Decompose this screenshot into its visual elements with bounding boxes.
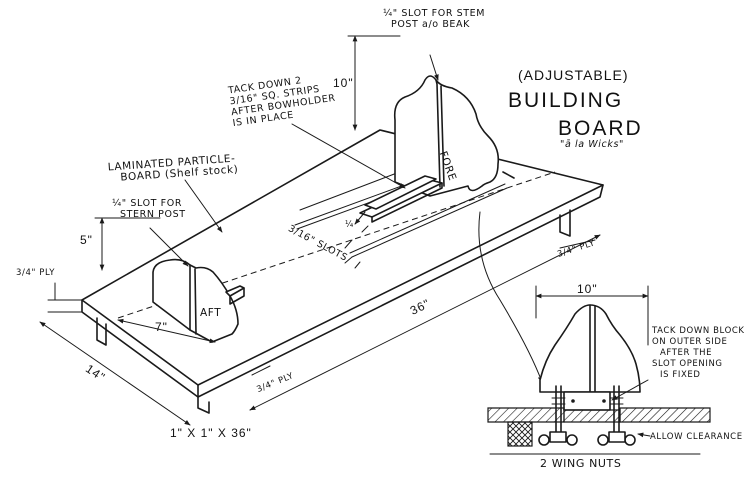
title-line3: BOARD [558,117,643,140]
dim-height-fore: 10" [333,76,354,90]
dimension-lines [39,35,601,426]
dim-small-quarter: ¼ [345,220,354,230]
tack-block-label: TACK DOWN BLOCK ON OUTER SIDE AFTER THE … [652,326,745,380]
aft-label: AFT [200,307,222,319]
detail-section [487,285,711,455]
title-line1: (ADJUSTABLE) [518,67,629,83]
clearance-label: ALLOW CLEARANCE [650,432,743,442]
stem-slot-label: ¼" SLOT FOR STEM POST a/o BEAK [383,8,486,30]
cleat-label: 1" X 1" X 36" [170,426,252,440]
title-line2: BUILDING [508,89,624,112]
fore-bowholder [359,75,515,223]
dim-ply-left: 3/4" PLY [16,268,56,278]
aft-sternholder [152,258,245,343]
stern-slot-label: ¼" SLOT FOR STERN POST [112,198,186,220]
title-line4: "ā la Wicks" [560,139,624,150]
wing-nuts-label: 2 WING NUTS [540,457,622,470]
dim-height-aft: 5" [80,233,93,247]
dim-detail-width: 10" [577,282,598,296]
dim-aft-width: 7" [155,320,168,334]
